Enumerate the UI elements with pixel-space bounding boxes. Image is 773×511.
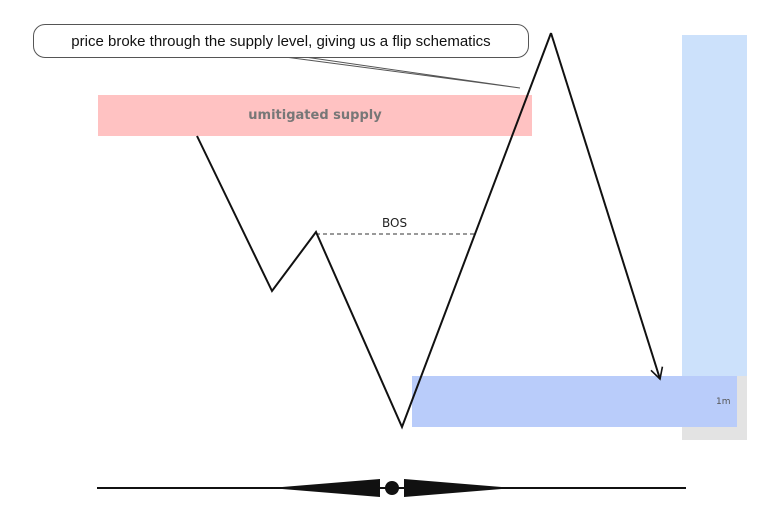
callout-text: price broke through the supply level, gi… — [71, 32, 491, 50]
supply-zone-label: umitigated supply — [248, 108, 382, 123]
ornament-divider — [97, 479, 686, 497]
bos-label: BOS — [382, 216, 408, 230]
projection-arrow — [550, 32, 664, 381]
price-path — [196, 32, 552, 430]
higher-timeframe-zone — [682, 35, 747, 376]
timeframe-label: 1m — [716, 397, 731, 407]
callout-pointer — [284, 56, 521, 89]
callout-box: price broke through the supply level, gi… — [33, 24, 529, 58]
demand-zone — [412, 376, 737, 427]
supply-zone: umitigated supply — [98, 95, 532, 136]
